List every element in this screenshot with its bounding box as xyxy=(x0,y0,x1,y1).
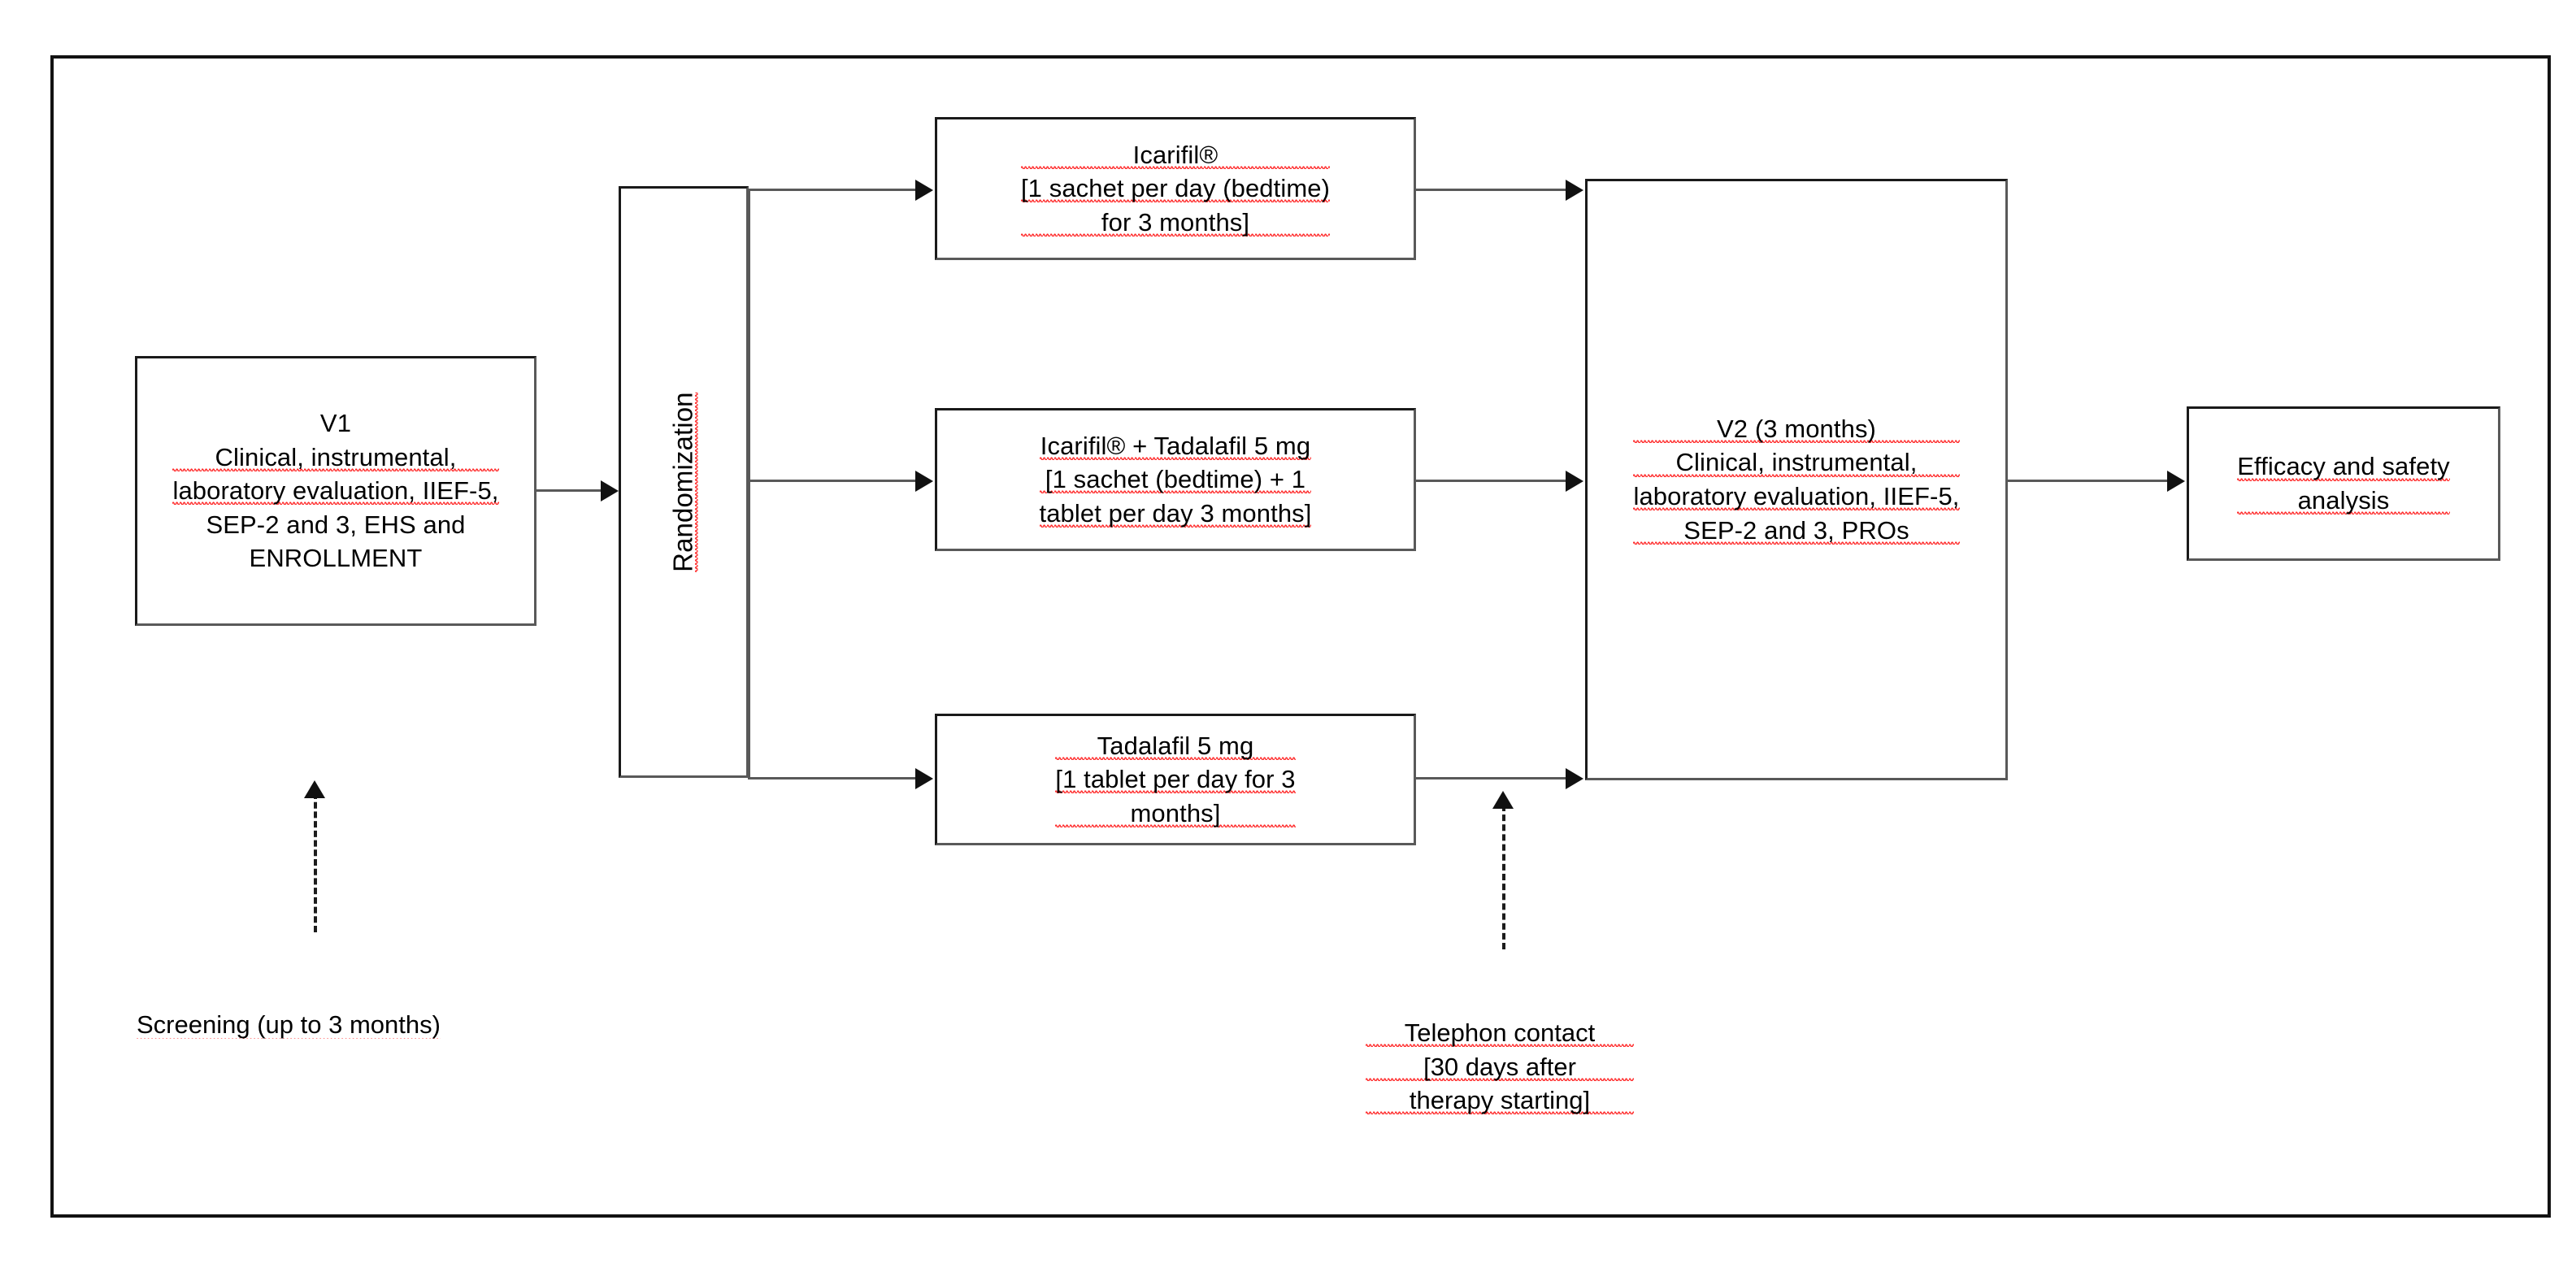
connector-randomization-trunk xyxy=(748,189,750,779)
node-arm2-icarifil-tadalafil[interactable]: Icarifil® + Tadalafil 5 mg [1 sachet (be… xyxy=(935,408,1416,551)
node-arm2-line-1: [1 sachet (bedtime) + 1 xyxy=(1039,462,1312,497)
arrowhead-arm2-to-v2-icon xyxy=(1566,471,1583,492)
node-analysis-text: Efficacy and safety analysis xyxy=(2237,449,2450,518)
annotation-telephone-line-1: [30 days after xyxy=(1366,1049,1634,1084)
node-v1-text: V1 Clinical, instrumental, laboratory ev… xyxy=(172,406,499,575)
node-analysis-line-1: analysis xyxy=(2237,484,2450,518)
node-arm2-text: Icarifil® + Tadalafil 5 mg [1 sachet (be… xyxy=(1039,428,1312,531)
connector-v1-to-randomization xyxy=(536,489,603,492)
node-arm1-text: Icarifil® [1 sachet per day (bedtime) fo… xyxy=(1020,137,1331,240)
node-arm3-text: Tadalafil 5 mg [1 tablet per day for 3 m… xyxy=(1055,728,1296,831)
node-arm1-line-1: [1 sachet per day (bedtime) xyxy=(1020,172,1331,206)
node-v2-line-2: laboratory evaluation, IIEF-5, xyxy=(1633,480,1960,514)
node-arm1-icarifil[interactable]: Icarifil® [1 sachet per day (bedtime) fo… xyxy=(935,117,1416,260)
connector-arm1-to-v2 xyxy=(1416,189,1567,191)
node-v1-line-3: SEP-2 and 3, EHS and xyxy=(206,510,466,539)
node-v1-line-4: ENROLLMENT xyxy=(249,544,423,573)
node-arm2-line-2: tablet per day 3 months] xyxy=(1039,496,1312,531)
arrowhead-to-arm2-icon xyxy=(915,471,933,492)
arrowhead-telephone-icon xyxy=(1492,791,1514,809)
arrowhead-v1-to-randomization-icon xyxy=(601,480,619,502)
arrowhead-to-arm1-icon xyxy=(915,180,933,201)
node-arm3-line-0: Tadalafil 5 mg xyxy=(1055,728,1296,763)
arrowhead-v2-to-analysis-icon xyxy=(2167,471,2185,492)
annotation-telephone-contact: Telephon contact [30 days after therapy … xyxy=(1366,1016,1634,1118)
connector-randomization-to-arm3 xyxy=(748,777,917,779)
connector-randomization-to-arm2 xyxy=(748,480,917,482)
connector-telephone-dashed xyxy=(1502,805,1505,949)
arrowhead-screening-icon xyxy=(304,780,325,798)
node-efficacy-safety-analysis[interactable]: Efficacy and safety analysis xyxy=(2187,406,2500,561)
connector-arm2-to-v2 xyxy=(1416,480,1567,482)
node-v2-line-1: Clinical, instrumental, xyxy=(1633,445,1960,480)
node-v2[interactable]: V2 (3 months) Clinical, instrumental, la… xyxy=(1585,179,2008,780)
node-v2-text: V2 (3 months) Clinical, instrumental, la… xyxy=(1633,411,1960,548)
annotation-telephone-line-0: Telephon contact xyxy=(1366,1016,1634,1050)
node-v2-line-0: V2 (3 months) xyxy=(1633,411,1960,446)
node-arm1-line-2: for 3 months] xyxy=(1020,205,1331,240)
node-arm3-line-1: [1 tablet per day for 3 xyxy=(1055,762,1296,797)
arrowhead-arm1-to-v2-icon xyxy=(1566,180,1583,201)
node-arm3-line-2: months] xyxy=(1055,796,1296,831)
annotation-screening: Screening (up to 3 months) xyxy=(137,1008,441,1042)
connector-screening-dashed xyxy=(314,792,317,932)
connector-v2-to-analysis xyxy=(2008,480,2169,482)
arrowhead-arm3-to-v2-icon xyxy=(1566,768,1583,789)
node-arm1-line-0: Icarifil® xyxy=(1020,137,1331,172)
node-v2-line-3: SEP-2 and 3, PROs xyxy=(1633,513,1960,548)
node-arm2-line-0: Icarifil® + Tadalafil 5 mg xyxy=(1039,428,1312,463)
node-v1-line-2: laboratory evaluation, IIEF-5, xyxy=(172,474,499,508)
annotation-telephone-line-2: therapy starting] xyxy=(1366,1083,1634,1118)
node-randomization-label: Randomization xyxy=(665,392,702,572)
annotation-screening-line-0: Screening (up to 3 months) xyxy=(137,1010,441,1039)
connector-arm3-to-v2 xyxy=(1416,777,1567,779)
node-arm3-tadalafil[interactable]: Tadalafil 5 mg [1 tablet per day for 3 m… xyxy=(935,714,1416,845)
connector-randomization-to-arm1 xyxy=(748,189,917,191)
node-v1-line-0: V1 xyxy=(319,409,352,438)
arrowhead-to-arm3-icon xyxy=(915,768,933,789)
node-v1[interactable]: V1 Clinical, instrumental, laboratory ev… xyxy=(135,356,536,626)
node-v1-line-1: Clinical, instrumental, xyxy=(172,440,499,475)
node-randomization[interactable]: Randomization xyxy=(619,186,749,778)
node-analysis-line-0: Efficacy and safety xyxy=(2237,449,2450,484)
